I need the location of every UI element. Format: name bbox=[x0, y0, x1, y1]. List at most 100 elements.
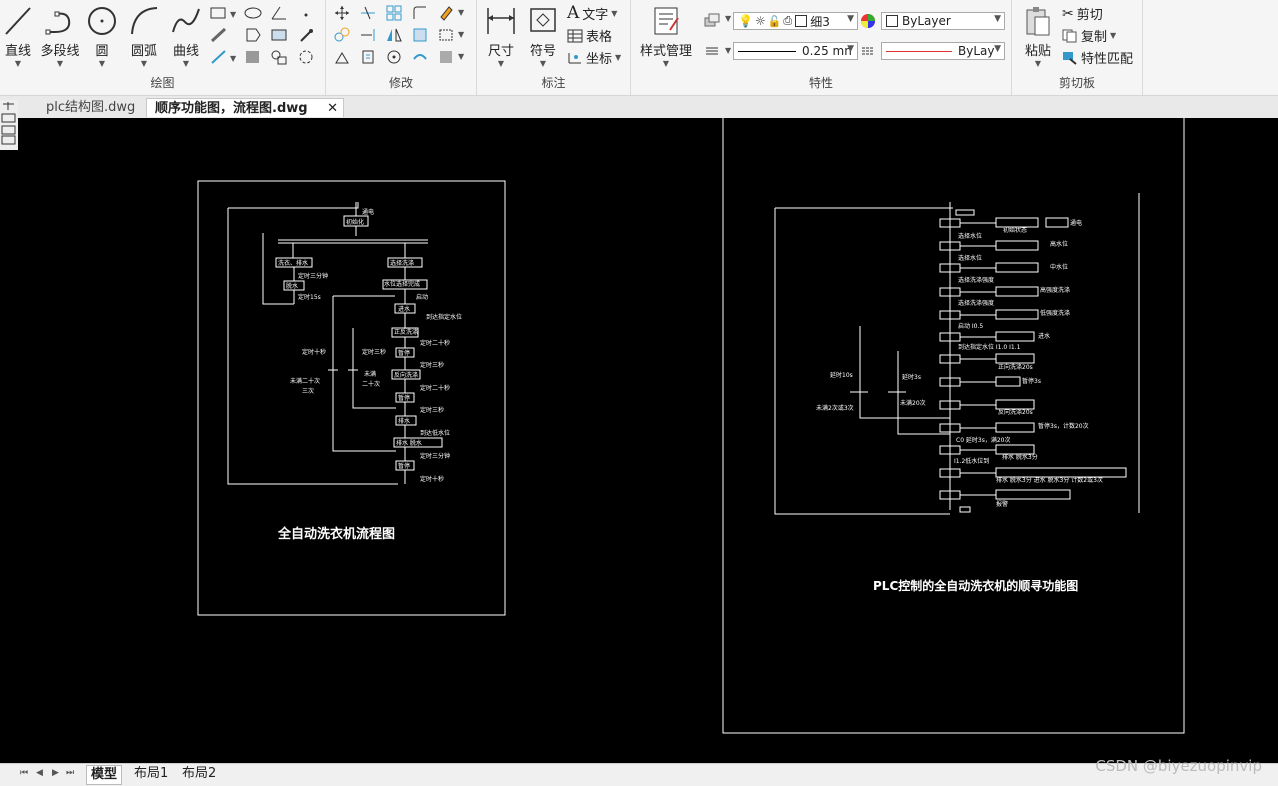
construction-line-icon[interactable]: ▼ bbox=[210, 49, 240, 65]
trim-icon[interactable] bbox=[360, 5, 376, 21]
layout-tab-layout2[interactable]: 布局2 bbox=[182, 766, 217, 781]
lock-icon[interactable]: 🔓 bbox=[767, 14, 782, 28]
first-layout-icon[interactable]: ⏮ bbox=[20, 768, 29, 778]
line-dropdown-icon[interactable]: ▼ bbox=[14, 59, 22, 68]
printer-icon[interactable]: ⎙ bbox=[783, 14, 793, 27]
circle-icon bbox=[88, 7, 116, 35]
dimension-dropdown-icon[interactable]: ▼ bbox=[497, 59, 505, 68]
color-combo-dropdown-icon[interactable]: ▼ bbox=[994, 14, 1001, 24]
paste-dropdown-icon[interactable]: ▼ bbox=[1034, 59, 1042, 68]
svg-text:到达指定水位 I1.0 I1.1: 到达指定水位 I1.0 I1.1 bbox=[958, 343, 1021, 351]
copy-dropdown-icon[interactable]: ▼ bbox=[1110, 31, 1117, 40]
copy-object-icon[interactable] bbox=[334, 27, 350, 43]
pick-icon[interactable] bbox=[298, 27, 314, 43]
text-button[interactable]: A 文字 ▼ bbox=[567, 3, 618, 23]
dimension-button[interactable]: 尺寸 ▼ bbox=[483, 4, 519, 68]
close-tab-icon[interactable]: ✕ bbox=[327, 101, 338, 116]
curve-button[interactable]: 曲线 ▼ bbox=[168, 4, 204, 68]
stretch-dropdown-icon[interactable]: ▼ bbox=[458, 30, 465, 39]
array-icon[interactable] bbox=[386, 5, 402, 21]
curve-dropdown-icon[interactable]: ▼ bbox=[182, 59, 190, 68]
palette-icon[interactable] bbox=[0, 100, 18, 146]
drawing-canvas[interactable]: 通电 初始化 洗衣、排水 定时三分钟 脱水 定时15s 选择洗涤 水位选择完成 … bbox=[18, 118, 1278, 763]
last-layout-icon[interactable]: ⏭ bbox=[66, 768, 75, 778]
layer-combo[interactable]: 💡 ☼ 🔓 ⎙ 细3 ▼ bbox=[733, 12, 858, 30]
match-properties-button[interactable]: 特性匹配 bbox=[1062, 48, 1133, 67]
arc-button[interactable]: 圆弧 ▼ bbox=[126, 4, 162, 68]
layer-dropdown-icon[interactable]: ▼ bbox=[725, 14, 732, 23]
lineweight-menu-icon[interactable] bbox=[703, 44, 723, 58]
layer-combo-dropdown-icon[interactable]: ▼ bbox=[847, 14, 854, 24]
wipeout-icon[interactable] bbox=[270, 27, 288, 43]
pencil-icon[interactable] bbox=[210, 27, 228, 43]
move-icon[interactable] bbox=[334, 5, 350, 21]
break-dropdown-icon[interactable]: ▼ bbox=[458, 52, 465, 61]
cut-button[interactable]: ✂ 剪切 bbox=[1062, 5, 1103, 24]
region-icon[interactable] bbox=[244, 27, 262, 43]
revcloud-icon[interactable] bbox=[298, 49, 316, 65]
linetype-combo-dropdown-icon[interactable]: ▼ bbox=[994, 44, 1001, 54]
lineweight-combo[interactable]: 0.25 mn ▼ bbox=[733, 42, 858, 60]
style-manager-dropdown-icon[interactable]: ▼ bbox=[662, 59, 670, 68]
layout-tab-model[interactable]: 模型 bbox=[86, 765, 123, 785]
erase-dropdown-icon[interactable]: ▼ bbox=[458, 8, 465, 17]
prev-layout-icon[interactable]: ◀ bbox=[36, 768, 43, 778]
svg-text:C0 延时3s，满20次: C0 延时3s，满20次 bbox=[956, 436, 1011, 444]
fillet-icon[interactable] bbox=[412, 5, 428, 21]
circle-dropdown-icon[interactable]: ▼ bbox=[98, 59, 106, 68]
rectangle-icon[interactable]: ▼ bbox=[210, 5, 238, 21]
style-manager-button[interactable]: 样式管理 ▼ bbox=[637, 4, 695, 68]
coordinate-dropdown-icon[interactable]: ▼ bbox=[615, 53, 622, 62]
color-combo[interactable]: ByLayer ▼ bbox=[881, 12, 1005, 30]
join-icon[interactable] bbox=[412, 49, 428, 65]
doc-tab-sequence-diagram[interactable]: 顺序功能图，流程图.dwg ✕ bbox=[146, 98, 344, 117]
angle-icon[interactable] bbox=[270, 5, 288, 21]
explode-icon[interactable] bbox=[360, 49, 376, 65]
point-icon[interactable] bbox=[298, 5, 314, 21]
symbol-button[interactable]: 符号 ▼ bbox=[525, 4, 561, 68]
arc-dropdown-icon[interactable]: ▼ bbox=[140, 59, 148, 68]
polyline-button[interactable]: 多段线 ▼ bbox=[38, 4, 82, 68]
ellipse-icon[interactable] bbox=[244, 5, 262, 21]
lineweight-combo-dropdown-icon[interactable]: ▼ bbox=[847, 44, 854, 54]
svg-text:定时三秒: 定时三秒 bbox=[420, 361, 444, 369]
next-layout-icon[interactable]: ▶ bbox=[52, 768, 59, 778]
table-button[interactable]: 表格 bbox=[567, 26, 612, 45]
offset-icon[interactable] bbox=[412, 27, 428, 43]
boundary-icon[interactable] bbox=[270, 49, 288, 65]
svg-text:延时3s: 延时3s bbox=[902, 373, 921, 381]
color-wheel-icon[interactable] bbox=[860, 13, 876, 29]
erase-icon[interactable] bbox=[438, 5, 454, 21]
svg-text:高强度洗涤: 高强度洗涤 bbox=[1040, 286, 1070, 294]
lineweight-menu-dropdown-icon[interactable]: ▼ bbox=[725, 46, 732, 55]
paste-button[interactable]: 粘贴 ▼ bbox=[1020, 4, 1056, 68]
extend-icon[interactable] bbox=[360, 27, 376, 43]
hatch-icon[interactable] bbox=[244, 49, 262, 65]
mirror-icon[interactable] bbox=[386, 27, 402, 43]
svg-text:排水 脱水3分: 排水 脱水3分 bbox=[1002, 453, 1038, 461]
match-properties-icon bbox=[1063, 51, 1077, 65]
svg-text:选择洗涤强度: 选择洗涤强度 bbox=[958, 276, 994, 284]
color-box-icon bbox=[886, 15, 898, 27]
sun-icon[interactable]: ☼ bbox=[754, 14, 766, 28]
line-button[interactable]: 直线 ▼ bbox=[2, 4, 34, 68]
copy-button[interactable]: 复制 ▼ bbox=[1062, 26, 1116, 45]
ribbon-group-clipboard: 粘贴 ▼ ✂ 剪切 复制 ▼ 特性匹配 剪切板 bbox=[1012, 0, 1143, 95]
coordinate-button[interactable]: 坐标 ▼ bbox=[567, 48, 621, 67]
stretch-icon[interactable] bbox=[438, 27, 454, 43]
symbol-dropdown-icon[interactable]: ▼ bbox=[539, 59, 547, 68]
linetype-combo[interactable]: ByLay ▼ bbox=[881, 42, 1005, 60]
svg-text:I1.2低水位到: I1.2低水位到 bbox=[954, 457, 989, 465]
layout-tab-layout1[interactable]: 布局1 bbox=[134, 766, 169, 781]
break-icon[interactable] bbox=[438, 49, 454, 65]
text-dropdown-icon[interactable]: ▼ bbox=[611, 8, 618, 18]
rotate-icon[interactable] bbox=[386, 49, 402, 65]
linetype-scale-icon[interactable] bbox=[860, 44, 876, 58]
doc-tab-plc-structure[interactable]: plc结构图.dwg bbox=[46, 100, 136, 115]
polyline-dropdown-icon[interactable]: ▼ bbox=[56, 59, 64, 68]
layer-properties-icon[interactable] bbox=[703, 12, 723, 28]
scale-icon[interactable] bbox=[334, 49, 350, 65]
lightbulb-icon[interactable]: 💡 bbox=[738, 14, 753, 28]
circle-button[interactable]: 圆 ▼ bbox=[86, 4, 118, 68]
table-icon bbox=[567, 29, 583, 42]
